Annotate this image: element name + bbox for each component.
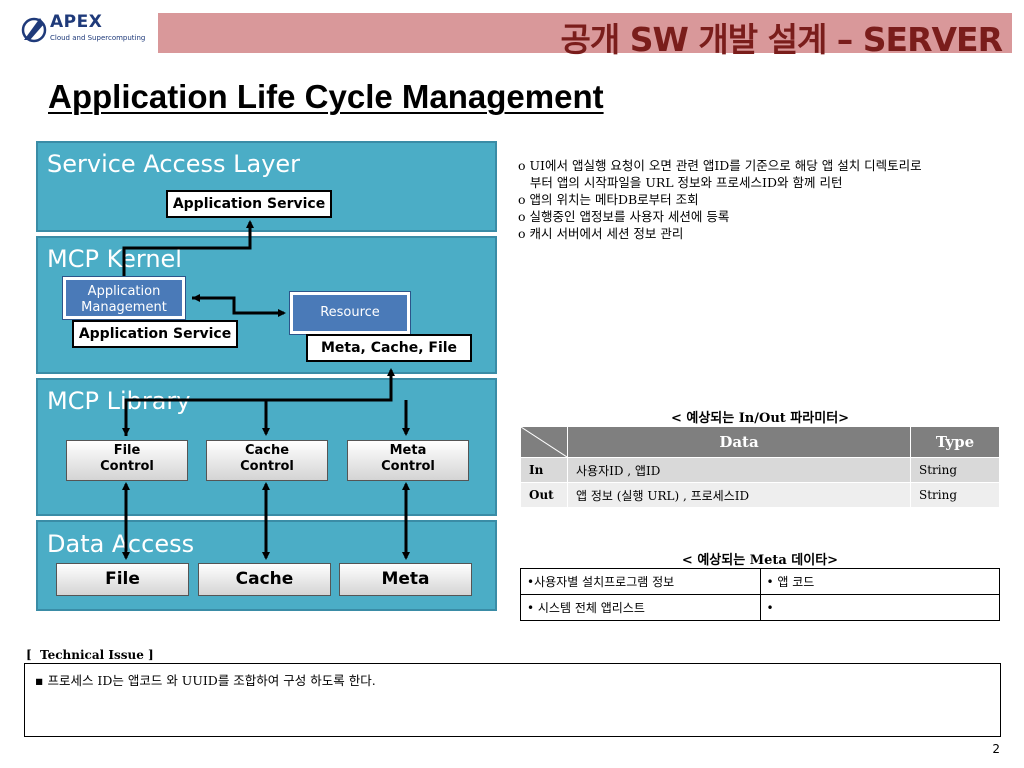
table-corner-cell (520, 426, 568, 458)
description-line: o UI에서 앱실행 요청이 오면 관련 앱ID를 기준으로 해당 앱 설치 디… (518, 158, 922, 173)
meta-control-box: Meta Control (347, 440, 469, 481)
table-row: • 시스템 전체 앱리스트 • (520, 594, 1000, 621)
cache-box: Cache (198, 563, 331, 596)
header-bar (158, 13, 1012, 53)
description-line: 부터 앱의 시작파일을 URL 정보와 프로세스ID와 함께 리턴 (518, 175, 843, 190)
logo-name: APEX (50, 12, 103, 32)
apex-logo-icon (21, 17, 47, 43)
technical-issue-label: [ Technical Issue ] (26, 648, 154, 662)
diagonal-line-icon (521, 427, 567, 457)
meta-table-caption: < 예상되는 Meta 데이타> (681, 553, 839, 568)
io-table-caption: < 예상되는 In/Out 파라미터> (670, 411, 850, 426)
description-list: o UI에서 앱실행 요청이 오면 관련 앱ID를 기준으로 해당 앱 설치 디… (518, 157, 1008, 242)
meta-table: •사용자별 설치프로그램 정보 • 앱 코드 • 시스템 전체 앱리스트 • (520, 568, 1000, 621)
app-management-box: Application Management (63, 277, 185, 319)
file-control-box: File Control (66, 440, 188, 481)
kernel-app-service: Application Service (72, 320, 238, 348)
page-number: 2 (992, 742, 1000, 756)
table-row: In 사용자ID , 앱ID String (520, 457, 1000, 483)
data-access-title: Data Access (47, 530, 195, 558)
meta-cell: • (759, 594, 1000, 621)
row-type: String (910, 482, 1000, 508)
service-access-layer (36, 141, 497, 232)
technical-issue-box: ▪ 프로세스 ID는 앱코드 와 UUID를 조합하여 구성 하도록 한다. (24, 663, 1001, 737)
technical-issue-item: ▪ 프로세스 ID는 앱코드 와 UUID를 조합하여 구성 하도록 한다. (35, 673, 376, 688)
row-type: String (910, 457, 1000, 483)
meta-cell: • 시스템 전체 앱리스트 (520, 594, 761, 621)
meta-cell: •사용자별 설치프로그램 정보 (520, 568, 761, 595)
description-line: o 앱의 위치는 메타DB로부터 조회 (518, 192, 699, 207)
row-label: Out (520, 482, 568, 508)
service-access-layer-title: Service Access Layer (47, 150, 301, 178)
header-title: 공개 SW 개발 설계 – SERVER (560, 20, 1003, 59)
io-table: Data Type In 사용자ID , 앱ID String Out 앱 정보… (520, 426, 1000, 508)
page-title: Application Life Cycle Management (48, 78, 604, 115)
service-access-app-service: Application Service (166, 190, 332, 218)
description-line: o 실행중인 앱정보를 사용자 세션에 등록 (518, 209, 730, 224)
description-line: o 캐시 서버에서 세션 정보 관리 (518, 226, 684, 241)
logo-subtitle: Cloud and Supercomputing (50, 34, 146, 42)
meta-cell: • 앱 코드 (759, 568, 1000, 595)
header-data: Data (567, 426, 911, 458)
mcp-kernel-title: MCP Kernel (47, 245, 182, 273)
row-data: 사용자ID , 앱ID (567, 457, 911, 483)
resource-box: Resource (290, 292, 410, 334)
file-box: File (56, 563, 189, 596)
cache-control-box: Cache Control (206, 440, 328, 481)
row-label: In (520, 457, 568, 483)
header-type: Type (910, 426, 1000, 458)
table-header-row: Data Type (520, 426, 1000, 458)
meta-box: Meta (339, 563, 472, 596)
apex-logo: APEX Cloud and Supercomputing (20, 12, 160, 48)
table-row: •사용자별 설치프로그램 정보 • 앱 코드 (520, 568, 1000, 595)
row-data: 앱 정보 (실행 URL) , 프로세스ID (567, 482, 911, 508)
meta-cache-file-box: Meta, Cache, File (306, 334, 472, 362)
table-row: Out 앱 정보 (실행 URL) , 프로세스ID String (520, 482, 1000, 508)
